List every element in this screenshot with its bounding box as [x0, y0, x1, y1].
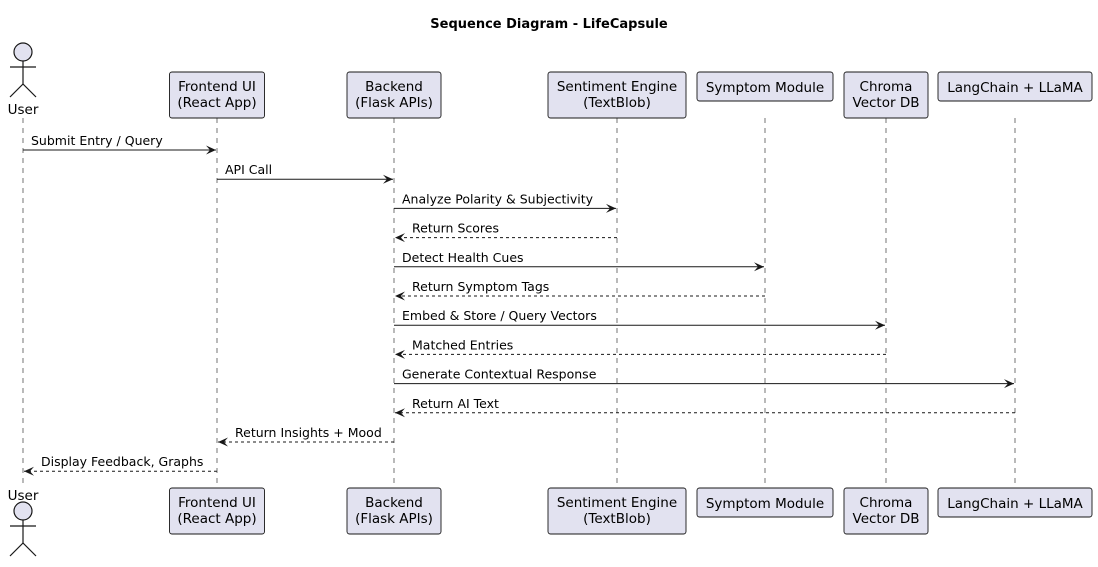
actor-leg-left — [9, 83, 24, 98]
message-9: Generate Contextual Response — [394, 367, 1014, 389]
participant-label-line: Sentiment Engine — [557, 79, 677, 95]
participant-langchain-top: LangChain + LLaMA — [937, 71, 1093, 102]
arrow-head-icon — [395, 233, 405, 243]
message-label: Detect Health Cues — [402, 250, 524, 265]
participant-box — [696, 71, 834, 102]
participant-box — [169, 71, 265, 119]
message-label: Return Scores — [412, 221, 499, 236]
participant-label-line: (TextBlob) — [583, 95, 651, 111]
actor-head-icon — [13, 501, 33, 521]
arrow-head-icon — [218, 437, 228, 447]
message-label: Submit Entry / Query — [31, 133, 163, 148]
message-1: Submit Entry / Query — [23, 133, 216, 155]
message-label: Return AI Text — [412, 396, 499, 411]
participant-backend-bottom: Backend(Flask APIs) — [346, 487, 442, 535]
message-5: Detect Health Cues — [394, 250, 764, 272]
arrow-head-icon — [206, 145, 216, 155]
participant-box — [547, 71, 687, 119]
actor-head-icon — [13, 42, 33, 62]
participant-label-line: LangChain + LLaMA — [947, 496, 1083, 512]
participant-sentiment-top: Sentiment Engine(TextBlob) — [547, 71, 687, 119]
message-4: Return Scores — [395, 221, 617, 243]
message-label: Return Symptom Tags — [412, 279, 549, 294]
participant-box — [937, 71, 1093, 102]
participant-label-line: Frontend UI — [178, 495, 256, 511]
participant-label-line: Chroma — [860, 495, 913, 511]
participant-symptom-top: Symptom Module — [696, 71, 834, 102]
participant-box — [843, 487, 929, 535]
diagram-title: Sequence Diagram - LifeCapsule — [430, 17, 668, 32]
participant-box — [169, 487, 265, 535]
participant-sentiment-bottom: Sentiment Engine(TextBlob) — [547, 487, 687, 535]
message-label: Display Feedback, Graphs — [41, 454, 203, 469]
actor-user-top: User — [8, 42, 39, 118]
message-label: Matched Entries — [412, 337, 513, 352]
participant-label-line: Chroma — [860, 79, 913, 95]
participant-label-line: (Flask APIs) — [355, 511, 433, 527]
message-2: API Call — [217, 162, 393, 184]
participants-bottom: User Frontend UI(React App) Backend(Flask … — [8, 487, 1093, 557]
participant-label-line: (React App) — [177, 95, 256, 111]
participant-symptom-bottom: Symptom Module — [696, 487, 834, 518]
participant-label-line: LangChain + LLaMA — [947, 80, 1083, 96]
message-label: Return Insights + Mood — [235, 425, 382, 440]
participant-box — [346, 71, 442, 119]
message-label: Embed & Store / Query Vectors — [402, 308, 597, 323]
actor-user-bottom: User — [8, 488, 39, 557]
participant-label-line: Frontend UI — [178, 79, 256, 95]
actor-label: User — [8, 488, 39, 504]
participant-label-line: Symptom Module — [706, 496, 824, 512]
actor-leg-left — [9, 542, 24, 557]
message-label: API Call — [225, 162, 272, 177]
participant-box — [937, 487, 1093, 518]
message-11: Return Insights + Mood — [218, 425, 394, 447]
message-7: Embed & Store / Query Vectors — [394, 308, 885, 330]
participant-frontend-bottom: Frontend UI(React App) — [169, 487, 265, 535]
participant-label-line: Vector DB — [853, 95, 920, 111]
arrow-head-icon — [383, 174, 393, 184]
participant-label-line: (React App) — [177, 511, 256, 527]
participant-label-line: Vector DB — [853, 511, 920, 527]
participant-box — [696, 487, 834, 518]
arrow-head-icon — [395, 349, 405, 359]
arrow-head-icon — [1004, 379, 1014, 389]
actor-leg-right — [22, 542, 37, 557]
participant-box — [843, 71, 929, 119]
lifelines — [22, 118, 1016, 488]
message-12: Display Feedback, Graphs — [24, 454, 217, 476]
participant-label-line: Backend — [365, 495, 423, 511]
participants-top: User Frontend UI(React App) Backend(Flask … — [8, 42, 1093, 119]
participant-label-line: (Flask APIs) — [355, 95, 433, 111]
message-8: Matched Entries — [395, 337, 886, 359]
message-10: Return AI Text — [395, 396, 1015, 418]
actor-label: User — [8, 102, 39, 118]
message-3: Analyze Polarity & Subjectivity — [394, 191, 616, 213]
arrow-head-icon — [754, 262, 764, 272]
message-label: Analyze Polarity & Subjectivity — [402, 191, 594, 206]
arrow-head-icon — [875, 320, 885, 330]
message-label: Generate Contextual Response — [402, 367, 597, 382]
participant-box — [547, 487, 687, 535]
participant-box — [346, 487, 442, 535]
actor-leg-right — [22, 83, 37, 98]
arrow-head-icon — [395, 408, 405, 418]
arrow-head-icon — [24, 466, 34, 476]
participant-label-line: (TextBlob) — [583, 511, 651, 527]
participant-label-line: Sentiment Engine — [557, 495, 677, 511]
participant-frontend-top: Frontend UI(React App) — [169, 71, 265, 119]
participant-label-line: Symptom Module — [706, 80, 824, 96]
arrow-head-icon — [395, 291, 405, 301]
arrow-head-icon — [606, 203, 616, 213]
message-6: Return Symptom Tags — [395, 279, 765, 301]
participant-backend-top: Backend(Flask APIs) — [346, 71, 442, 119]
participant-label-line: Backend — [365, 79, 423, 95]
participant-langchain-bottom: LangChain + LLaMA — [937, 487, 1093, 518]
